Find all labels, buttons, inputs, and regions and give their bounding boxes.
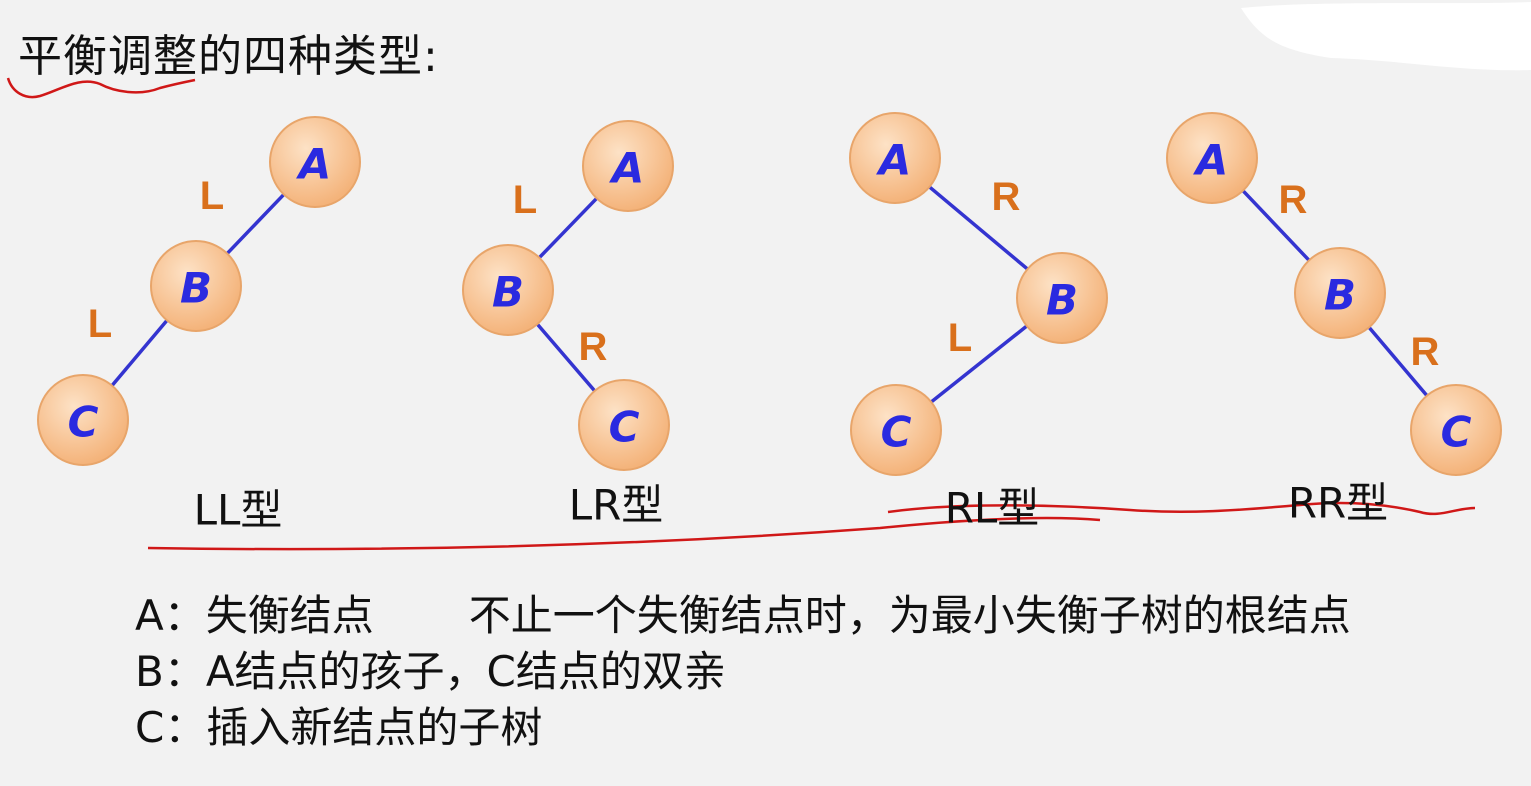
edge-label: R — [579, 325, 608, 369]
tree-node-letter: B — [492, 268, 524, 317]
edge-label: L — [948, 316, 972, 360]
tree-edge-bc — [535, 322, 597, 393]
tree-node-letter: B — [1324, 271, 1356, 320]
tree-node-a — [849, 112, 941, 204]
tree-node-c — [37, 374, 129, 466]
tree-node-letter: A — [876, 136, 912, 185]
tree-edge-ab — [538, 197, 598, 259]
legend-row-a: A：失衡结点 不止一个失衡结点时，为最小失衡子树的根结点 — [135, 588, 1351, 644]
tree-node-b — [1016, 252, 1108, 344]
tree-edge-bc — [110, 319, 169, 387]
separator-annotation — [147, 516, 1101, 551]
tree-type-label: RR型 — [1288, 479, 1388, 528]
tree-node-letter: C — [1441, 408, 1472, 457]
tree-node-letter: C — [881, 408, 912, 457]
tree-edge-ab — [928, 185, 1029, 271]
tree-node-c — [850, 384, 942, 476]
edge-label: L — [200, 174, 224, 218]
tree-type-label: LR型 — [569, 481, 664, 530]
tree-type-label: RL型 — [945, 484, 1040, 533]
rl-rr-annotation — [887, 501, 1476, 516]
legend-row-c: C：插入新结点的子树 — [135, 703, 543, 752]
tree-node-letter: B — [1046, 276, 1078, 325]
edge-label: L — [513, 178, 537, 222]
tree-node-b — [462, 244, 554, 336]
tree-RR型: R R A B C RR型 — [1166, 112, 1502, 528]
tree-LR型: L R A B C LR型 — [462, 120, 674, 530]
tree-edge-ab — [1241, 189, 1311, 262]
page-title: 平衡调整的四种类型: — [18, 31, 439, 82]
tree-node-letter: A — [296, 140, 332, 189]
title-underline-annotation — [6, 77, 196, 99]
tree-type-label: LL型 — [194, 486, 283, 535]
tree-edge-ab — [225, 193, 286, 255]
legend-a-text: A：失衡结点 — [135, 591, 374, 640]
tree-node-c — [578, 379, 670, 471]
tree-node-letter: C — [68, 398, 99, 447]
tree-node-a — [582, 120, 674, 212]
tree-node-letter: B — [180, 264, 212, 313]
tree-LL型: L L A B C LL型 — [37, 116, 361, 535]
tree-RL型: R L A B C RL型 — [849, 112, 1108, 533]
tree-node-a — [269, 116, 361, 208]
edge-label: L — [88, 302, 112, 346]
tree-node-letter: A — [1193, 136, 1229, 185]
edge-label: R — [992, 175, 1021, 219]
tree-node-b — [150, 240, 242, 332]
white-patch — [1201, 0, 1531, 79]
tree-node-letter: C — [609, 403, 640, 452]
tree-edge-bc — [1367, 326, 1429, 397]
tree-edge-bc — [930, 324, 1028, 404]
tree-node-a — [1166, 112, 1258, 204]
tree-node-letter: A — [609, 144, 645, 193]
tree-node-b — [1294, 247, 1386, 339]
tree-node-c — [1410, 384, 1502, 476]
edge-label: R — [1411, 330, 1440, 374]
legend-a-note: 不止一个失衡结点时，为最小失衡子树的根结点 — [468, 591, 1351, 640]
edge-label: R — [1279, 178, 1308, 222]
legend: A：失衡结点 不止一个失衡结点时，为最小失衡子树的根结点 B：A结点的孩子，C结点… — [135, 588, 1351, 756]
legend-row-b: B：A结点的孩子，C结点的双亲 — [135, 647, 726, 696]
